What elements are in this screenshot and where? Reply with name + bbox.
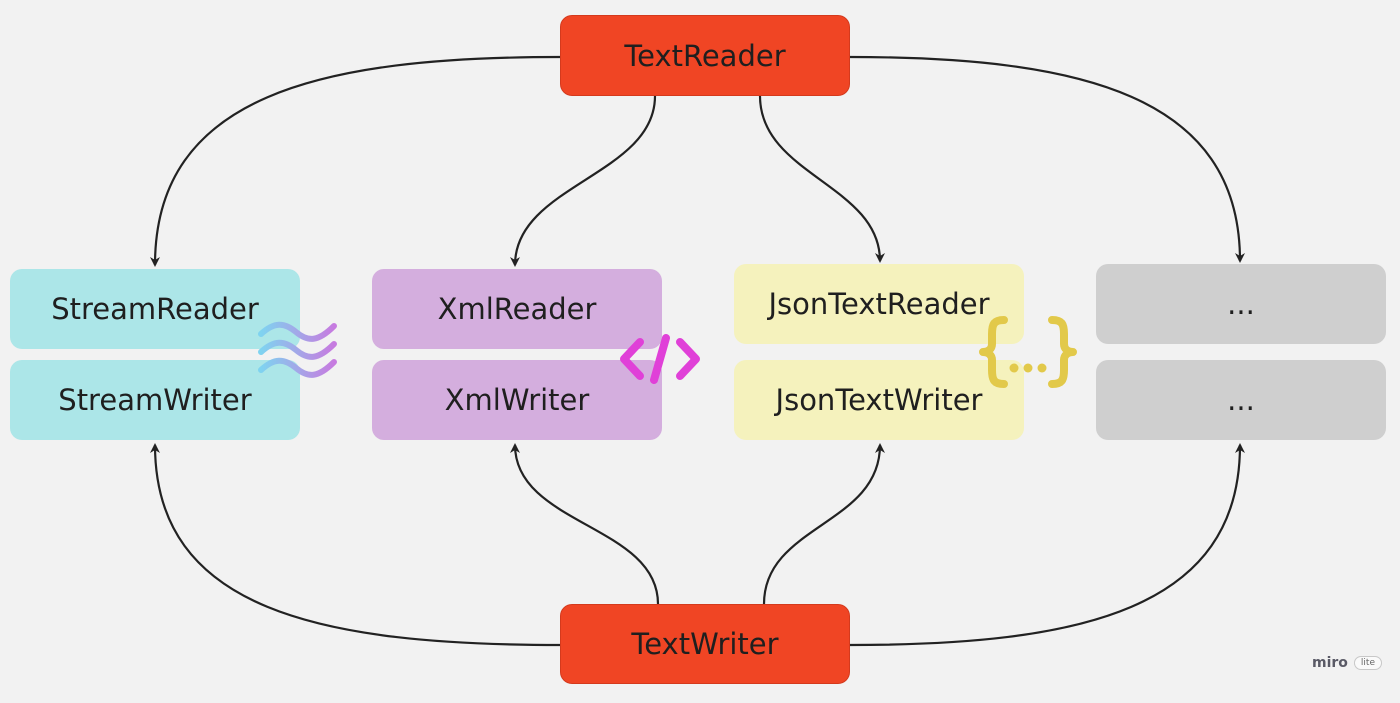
streamreader-node[interactable]: StreamReader bbox=[10, 269, 300, 349]
other-writer-node[interactable]: ... bbox=[1096, 360, 1386, 440]
arrow-textreader-xmlreader bbox=[510, 95, 657, 267]
other-reader-node[interactable]: ... bbox=[1096, 264, 1386, 344]
arrow-textwriter-xmlwriter bbox=[510, 443, 660, 605]
arrow-textreader-streamreader bbox=[150, 55, 561, 267]
arrow-textwriter-jsontextwriter bbox=[762, 443, 885, 605]
wave-icon bbox=[258, 321, 337, 378]
arrow-textwriter-other bbox=[849, 443, 1245, 647]
code-brackets-icon bbox=[620, 334, 700, 384]
arrow-textwriter-streamwriter bbox=[150, 443, 561, 647]
arrow-textreader-other bbox=[849, 55, 1245, 263]
arrow-textreader-jsontextreader bbox=[758, 95, 885, 263]
xmlreader-node[interactable]: XmlReader bbox=[372, 269, 662, 349]
lite-tag: lite bbox=[1353, 656, 1382, 670]
jsontextreader-node[interactable]: JsonTextReader bbox=[734, 264, 1024, 344]
miro-watermark: miro lite bbox=[1312, 655, 1382, 671]
streamwriter-node[interactable]: StreamWriter bbox=[10, 360, 300, 440]
textreader-node[interactable]: TextReader bbox=[560, 15, 850, 96]
curly-braces-icon bbox=[979, 316, 1077, 388]
jsontextwriter-node[interactable]: JsonTextWriter bbox=[734, 360, 1024, 440]
xmlwriter-node[interactable]: XmlWriter bbox=[372, 360, 662, 440]
miro-logo: miro bbox=[1312, 655, 1348, 671]
textwriter-node[interactable]: TextWriter bbox=[560, 604, 850, 684]
